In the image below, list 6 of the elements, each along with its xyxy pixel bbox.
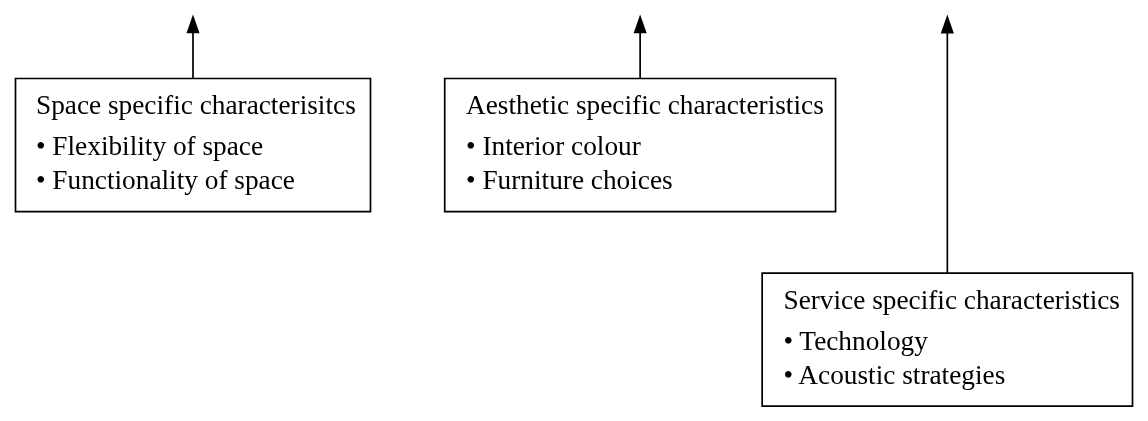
node-box: Aesthetic specific characteristics • Interior colour • Furniture choices <box>443 77 837 212</box>
node-box: Service specific characteristics • Technology • Acoustic strategies <box>761 271 1134 407</box>
arrow <box>633 14 647 79</box>
node-box: Space specific characterisitcs • Flexibility of space • Functionality of space <box>14 77 372 212</box>
arrow <box>940 14 954 274</box>
arrow <box>186 14 200 79</box>
